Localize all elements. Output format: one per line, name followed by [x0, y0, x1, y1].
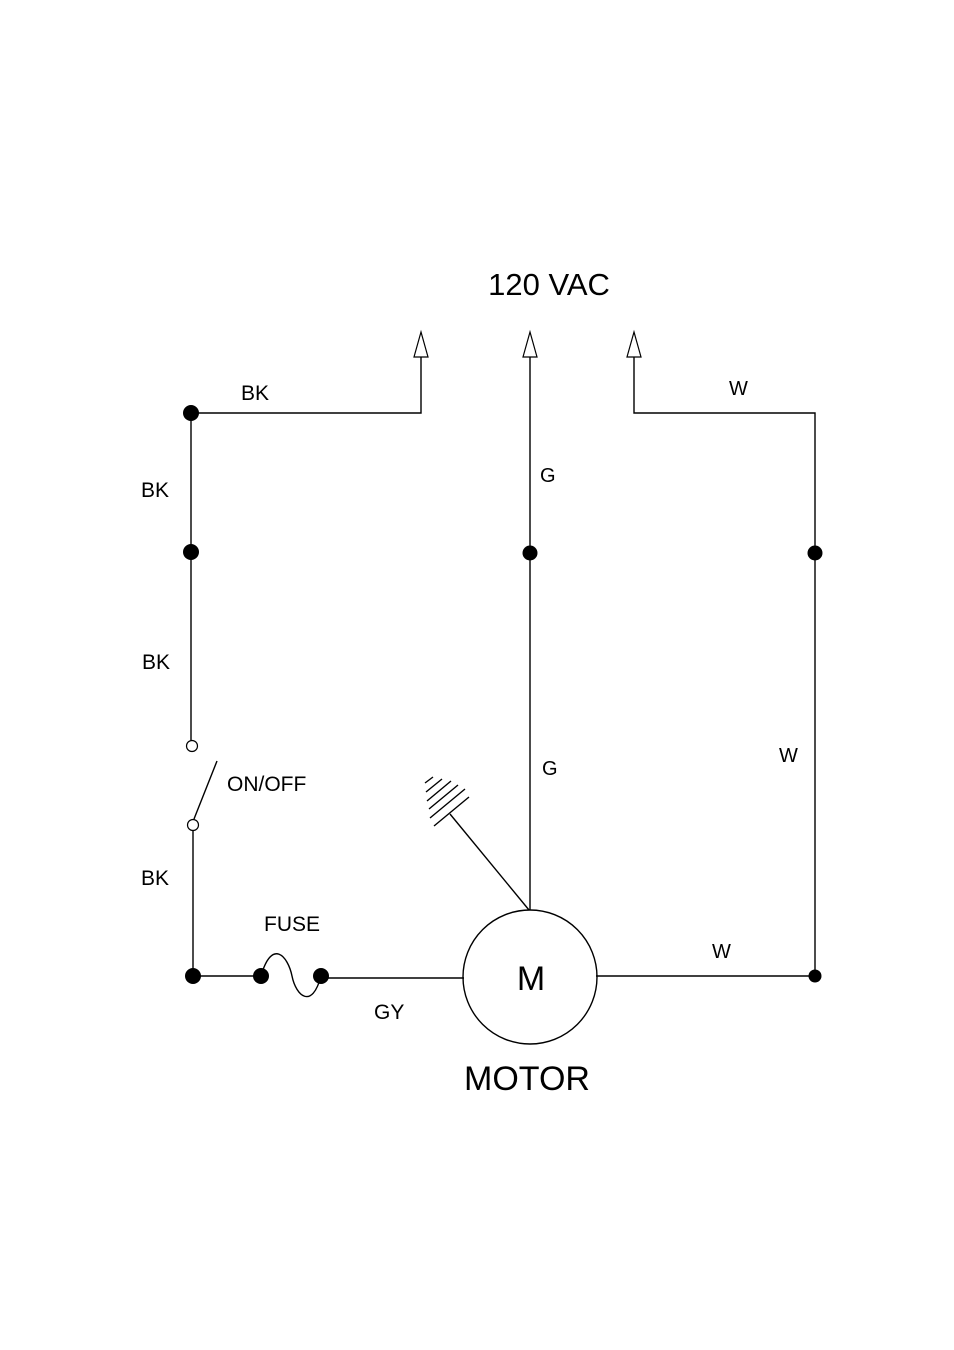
switch-lever [194, 761, 217, 819]
junction-dot [808, 546, 823, 561]
motor-symbol: M [517, 960, 545, 998]
chassis-ground-icon [425, 777, 529, 910]
wire-label-g: G [542, 758, 558, 780]
junction-dot [523, 546, 538, 561]
on-off-switch [187, 741, 218, 831]
fuse-label: FUSE [264, 913, 320, 936]
w-wire [596, 357, 815, 976]
junction-dot [185, 968, 201, 984]
wire-label-bk: BK [142, 651, 170, 674]
motor-label: MOTOR [464, 1060, 590, 1098]
switch-contact-bottom [188, 820, 199, 831]
wire-label-w: W [712, 941, 731, 963]
line-supply-arrow [414, 332, 428, 357]
wire-label-w: W [729, 378, 748, 400]
wire-label-g: G [540, 465, 556, 487]
wire-label-gy: GY [374, 1001, 404, 1024]
bk-wire-top [191, 357, 421, 413]
switch-contact-top [187, 741, 198, 752]
fuse-element [261, 954, 321, 997]
junction-dot [183, 405, 199, 421]
switch-label: ON/OFF [227, 773, 306, 796]
ground-supply-arrow [523, 332, 537, 357]
wire-label-w: W [779, 745, 798, 767]
neutral-supply-arrow [627, 332, 641, 357]
wire-label-bk: BK [241, 382, 269, 405]
fuse-terminal-dot [253, 968, 269, 984]
fuse-terminal-dot [313, 968, 329, 984]
wire-label-bk: BK [141, 867, 169, 890]
junction-dot [809, 970, 822, 983]
supply-voltage-label: 120 VAC [488, 267, 610, 302]
wire-label-bk: BK [141, 479, 169, 502]
junction-dot [183, 544, 199, 560]
